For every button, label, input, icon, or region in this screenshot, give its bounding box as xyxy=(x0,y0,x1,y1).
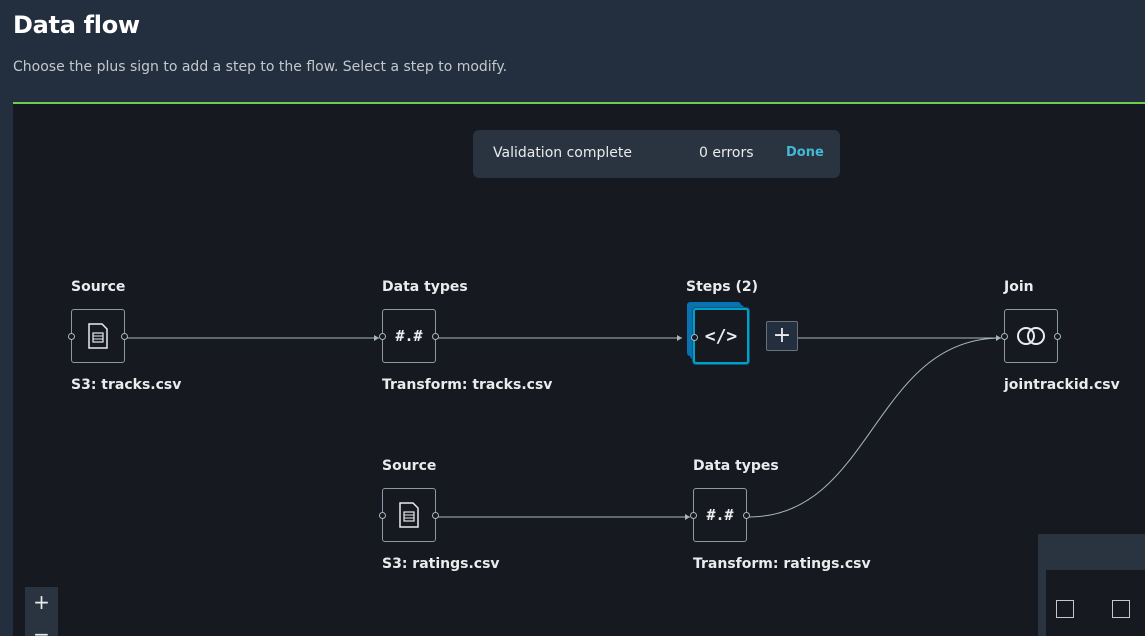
node-caption-source-ratings: S3: ratings.csv xyxy=(382,556,500,572)
document-icon xyxy=(88,323,108,349)
node-title-steps: Steps (2) xyxy=(686,279,759,295)
arrowhead xyxy=(374,335,379,341)
output-port[interactable] xyxy=(432,512,439,519)
node-caption-datatypes-tracks: Transform: tracks.csv xyxy=(382,377,553,393)
validation-message: Validation complete xyxy=(493,145,632,161)
input-port[interactable] xyxy=(379,333,386,340)
minimap-viewport xyxy=(1046,570,1145,636)
minimap-node xyxy=(1112,600,1130,618)
datatypes-glyph: #.# xyxy=(706,506,734,524)
node-title-source-ratings: Source xyxy=(382,458,437,474)
node-title-join: Join xyxy=(1004,279,1034,295)
flow-canvas[interactable]: Validation complete 0 errors Done Source… xyxy=(13,102,1145,636)
code-icon: </> xyxy=(704,325,738,347)
steps-node[interactable]: </> xyxy=(691,308,749,364)
datatypes-ratings-node[interactable]: #.# xyxy=(690,488,750,542)
minimap-panel[interactable] xyxy=(1038,534,1145,636)
zoom-controls: + − xyxy=(25,587,58,636)
source-ratings-node[interactable] xyxy=(379,488,439,542)
validation-error-count: 0 errors xyxy=(699,145,754,161)
input-port[interactable] xyxy=(691,334,698,341)
page-title: Data flow xyxy=(13,11,140,39)
input-port[interactable] xyxy=(690,512,697,519)
node-title-source-tracks: Source xyxy=(71,279,126,295)
minimap-node xyxy=(1056,600,1074,618)
arrowhead xyxy=(996,335,1001,341)
node-caption-join: jointrackid.csv xyxy=(1004,377,1120,393)
input-port[interactable] xyxy=(1001,333,1008,340)
page-header: Data flow Choose the plus sign to add a … xyxy=(0,0,1145,102)
flow-edges xyxy=(126,335,1002,520)
output-port[interactable] xyxy=(121,333,128,340)
input-port[interactable] xyxy=(68,333,75,340)
input-port[interactable] xyxy=(379,512,386,519)
zoom-in-button[interactable]: + xyxy=(33,590,50,614)
add-step-button[interactable]: + xyxy=(766,321,798,351)
join-icon xyxy=(1017,327,1045,345)
zoom-out-button[interactable]: − xyxy=(33,622,50,636)
node-caption-source-tracks: S3: tracks.csv xyxy=(71,377,182,393)
node-title-datatypes-tracks: Data types xyxy=(382,279,468,295)
document-icon xyxy=(399,502,419,528)
datatypes-tracks-node[interactable]: #.# xyxy=(379,309,439,363)
output-port[interactable] xyxy=(432,333,439,340)
datatypes-glyph: #.# xyxy=(395,327,423,345)
validation-toast: Validation complete 0 errors Done xyxy=(473,130,840,178)
node-title-datatypes-ratings: Data types xyxy=(693,458,779,474)
done-button[interactable]: Done xyxy=(786,145,824,160)
arrowhead xyxy=(685,514,690,520)
output-port[interactable] xyxy=(1054,333,1061,340)
source-tracks-node[interactable] xyxy=(68,309,128,363)
page-subtitle: Choose the plus sign to add a step to th… xyxy=(13,59,508,75)
node-caption-datatypes-ratings: Transform: ratings.csv xyxy=(693,556,871,572)
edge-datatypes-ratings-to-join xyxy=(748,337,1002,518)
output-port[interactable] xyxy=(743,512,750,519)
arrowhead xyxy=(677,335,682,341)
join-node[interactable] xyxy=(1001,309,1061,363)
